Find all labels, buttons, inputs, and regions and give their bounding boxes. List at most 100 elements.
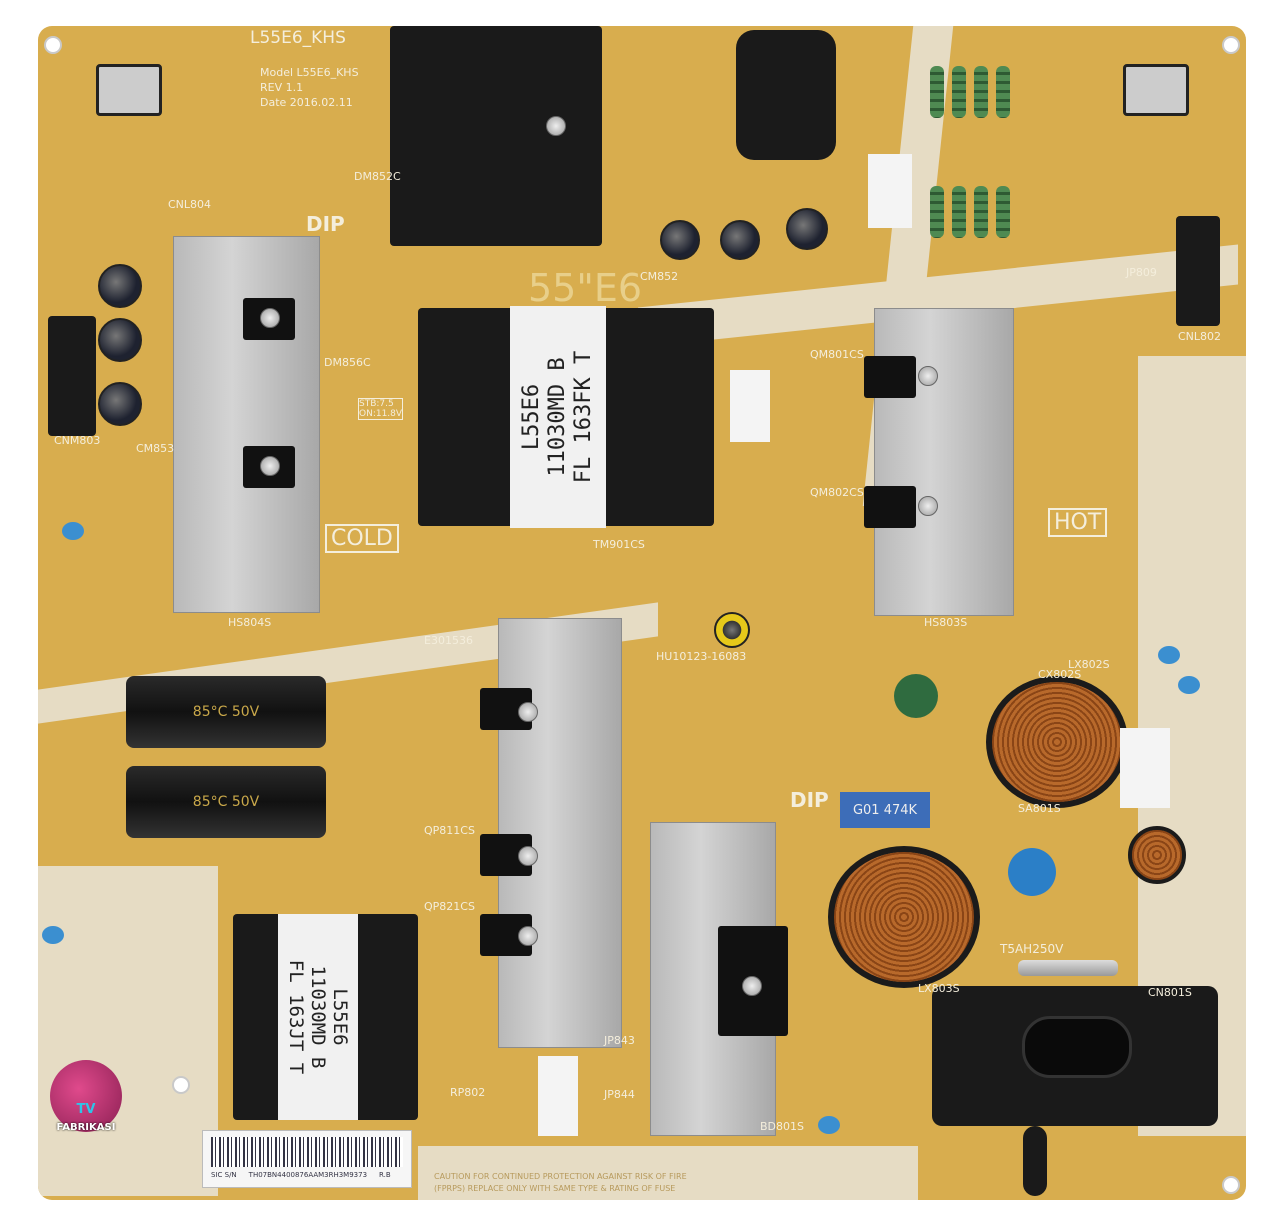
capacitor bbox=[714, 612, 750, 648]
fuse bbox=[1018, 960, 1118, 976]
caution-line-1: CAUTION FOR CONTINUED PROTECTION AGAINST… bbox=[434, 1172, 687, 1181]
screw bbox=[546, 116, 566, 136]
silk-ref: DM852C bbox=[354, 170, 401, 183]
film-capacitor bbox=[868, 154, 912, 228]
isolation-zone bbox=[38, 866, 218, 1196]
capacitor bbox=[98, 318, 142, 362]
resistor bbox=[996, 186, 1010, 238]
resistor bbox=[930, 186, 944, 238]
cert-code: HU10123-16083 bbox=[656, 650, 747, 663]
silk-ref: DM856C bbox=[324, 356, 371, 369]
silk-ref: CNL802 bbox=[1178, 330, 1222, 343]
transformer-line: L55E6 bbox=[519, 383, 545, 451]
heatsink-center bbox=[498, 618, 622, 1048]
screw bbox=[742, 976, 762, 996]
mosfet-qm801cs bbox=[864, 356, 916, 398]
screw bbox=[918, 366, 938, 386]
ceramic-capacitor bbox=[1178, 676, 1200, 694]
silk-ref: BD801S bbox=[760, 1120, 804, 1133]
capacitor bbox=[98, 382, 142, 426]
screw bbox=[518, 926, 538, 946]
mounting-hole bbox=[1222, 36, 1240, 54]
silk-ref: CN801S bbox=[1148, 986, 1192, 999]
bulk-capacitor: 85°C 50V bbox=[126, 676, 326, 748]
screw bbox=[518, 846, 538, 866]
barcode-text: SIC S/N TH07BN4400876AAM3RH3M9373 R.B bbox=[211, 1171, 391, 1179]
silk-ref: CNM803 bbox=[54, 434, 101, 447]
size-mark: 55"E6 bbox=[528, 266, 643, 310]
tv-fabrikasi-logo: TV bbox=[50, 1060, 122, 1132]
x-capacitor: G01 474K bbox=[840, 792, 930, 828]
silk-ref: HS803S bbox=[924, 616, 968, 629]
resistor bbox=[974, 66, 988, 118]
transformer-line: 11030MD B bbox=[545, 357, 571, 477]
model-line: Model L55E6_KHS bbox=[260, 66, 359, 79]
resistor bbox=[952, 66, 966, 118]
silk-ref: LX803S bbox=[918, 982, 960, 995]
resistor bbox=[930, 66, 944, 118]
silk-ref: QM802CS bbox=[810, 486, 864, 499]
silk-ref: HS804S bbox=[228, 616, 272, 629]
transformer-line: FL 163FK T bbox=[571, 350, 597, 484]
barcode-label: SIC S/N TH07BN4400876AAM3RH3M9373 R.B bbox=[202, 1130, 412, 1188]
film-capacitor bbox=[730, 370, 770, 442]
silk-ref: CNL804 bbox=[168, 198, 212, 211]
capacitor bbox=[98, 264, 142, 308]
dip-label: DIP bbox=[306, 212, 345, 236]
connector-cnl802 bbox=[1176, 216, 1220, 326]
mounting-hole bbox=[172, 1076, 190, 1094]
stb-label: STB:7.5 ON:11.8V bbox=[358, 398, 404, 420]
capacitor bbox=[786, 208, 828, 250]
barcode-suffix: R.B bbox=[379, 1171, 391, 1179]
capacitor bbox=[660, 220, 700, 260]
pcb-board: L55E6_KHS Model L55E6_KHS REV 1.1 Date 2… bbox=[38, 26, 1246, 1200]
heatsink-hs804s bbox=[173, 236, 320, 613]
varistor bbox=[1008, 848, 1056, 896]
silk-ref: LX802S bbox=[1068, 658, 1110, 671]
silk-ref: SA801S bbox=[1018, 802, 1061, 815]
fuse-rating: T5AH250V bbox=[1000, 942, 1064, 956]
ac-inlet-tab bbox=[1023, 1126, 1047, 1196]
aux-transformer-label: L55E6 11030MD B FL 163JT T bbox=[278, 914, 358, 1120]
heatsink-hs803s bbox=[874, 308, 1014, 616]
hot-label: HOT bbox=[1048, 508, 1108, 537]
silk-ref: TM901CS bbox=[593, 538, 645, 551]
resistor bbox=[952, 186, 966, 238]
capacitor bbox=[720, 220, 760, 260]
common-mode-choke-lx803s bbox=[828, 846, 980, 988]
isolation-zone bbox=[418, 1146, 918, 1200]
caution-line-2: (FPRPS) REPLACE ONLY WITH SAME TYPE & RA… bbox=[434, 1184, 676, 1193]
screw bbox=[518, 702, 538, 722]
mounting-hole bbox=[1222, 1176, 1240, 1194]
bulk-capacitor: 85°C 50V bbox=[126, 766, 326, 838]
screw bbox=[260, 456, 280, 476]
film-capacitor bbox=[538, 1056, 578, 1136]
ceramic-capacitor bbox=[62, 522, 84, 540]
cold-label: COLD bbox=[325, 524, 399, 553]
ul-file: E301536 bbox=[424, 634, 473, 647]
ceramic-capacitor bbox=[42, 926, 64, 944]
silk-ref: QP821CS bbox=[424, 900, 475, 913]
choke-small bbox=[1128, 826, 1186, 884]
dip-label-2: DIP bbox=[790, 788, 829, 812]
transformer-line: L55E6 bbox=[329, 988, 352, 1046]
date: Date 2016.02.11 bbox=[260, 96, 353, 109]
transformer-line: FL 163JT T bbox=[285, 959, 308, 1075]
mounting-hole bbox=[44, 36, 62, 54]
silk-ref: QP811CS bbox=[424, 824, 475, 837]
common-mode-choke-lx802s bbox=[986, 676, 1128, 808]
logo-text-tv: TV bbox=[76, 1102, 96, 1117]
thermistor bbox=[894, 674, 938, 718]
screw bbox=[260, 308, 280, 328]
ceramic-capacitor bbox=[1158, 646, 1180, 664]
ceramic-capacitor bbox=[818, 1116, 840, 1134]
silk-ref: QM801CS bbox=[810, 348, 864, 361]
transformer-line: 11030MD B bbox=[307, 965, 330, 1069]
silk-ref: CM853 bbox=[136, 442, 175, 455]
main-transformer-label: L55E6 11030MD B FL 163FK T bbox=[510, 306, 606, 528]
barcode bbox=[211, 1137, 403, 1167]
connector-lu01 bbox=[1123, 64, 1189, 116]
choke bbox=[736, 30, 836, 160]
barcode-prefix: SIC S/N bbox=[211, 1171, 237, 1179]
film-capacitor bbox=[1120, 728, 1170, 808]
